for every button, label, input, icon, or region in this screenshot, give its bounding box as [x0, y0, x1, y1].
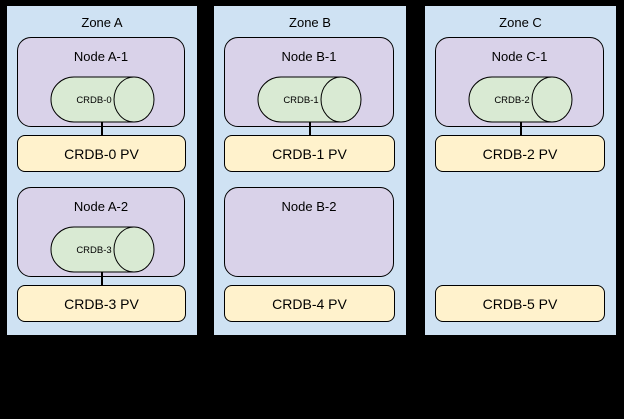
- crdb-2-pv-box: CRDB-2 PV: [435, 135, 605, 172]
- connector-a1-to-pv: [101, 122, 103, 136]
- connector-a2-to-pv: [101, 272, 103, 286]
- crdb-1-pv-box: CRDB-1 PV: [224, 135, 395, 172]
- node-a2-label: Node A-2: [73, 199, 129, 214]
- crdb-3-label: CRDB-3: [76, 245, 111, 256]
- cylinder-cap: [113, 76, 155, 123]
- zone-a-title: Zone A: [81, 15, 123, 30]
- connector-c1-to-pv: [519, 122, 522, 136]
- zone-b-title: Zone B: [289, 15, 331, 30]
- crdb-0-label: CRDB-0: [76, 95, 111, 106]
- node-b1-box: Node B-1 CRDB-1: [224, 37, 394, 127]
- crdb-5-pv-box: CRDB-5 PV: [435, 285, 605, 322]
- crdb-0-pv-box: CRDB-0 PV: [17, 135, 186, 172]
- node-c1-label: Node C-1: [491, 49, 548, 64]
- crdb-3-cylinder-icon: CRDB-3: [50, 226, 155, 273]
- cylinder-body: [50, 226, 134, 273]
- cylinder-cap: [531, 76, 573, 123]
- crdb-0-cylinder-icon: CRDB-0: [50, 76, 155, 123]
- crdb-1-cylinder-icon: CRDB-1: [257, 76, 362, 123]
- crdb-2-cylinder-icon: CRDB-2: [468, 76, 573, 123]
- zone-c-title: Zone C: [499, 15, 542, 30]
- node-b2-label: Node B-2: [281, 199, 337, 214]
- node-a1-box: Node A-1 CRDB-0: [17, 37, 185, 127]
- cylinder-body: [257, 76, 341, 123]
- node-c1-box: Node C-1 CRDB-2: [435, 37, 604, 127]
- zone-b: Zone B Node B-1 CRDB-1 CRDB-1 PV Node B-…: [212, 4, 408, 337]
- cylinder-cap: [113, 226, 155, 273]
- cylinder-body: [468, 76, 552, 123]
- crdb-3-pv-box: CRDB-3 PV: [17, 285, 186, 322]
- cylinder-body: [50, 76, 134, 123]
- node-b1-label: Node B-1: [281, 49, 337, 64]
- zone-c: Zone C Node C-1 CRDB-2 CRDB-2 PV CRDB-5 …: [423, 4, 618, 337]
- crdb-4-pv-box: CRDB-4 PV: [224, 285, 395, 322]
- node-b2-box: Node B-2: [224, 187, 394, 277]
- connector-b1-to-pv: [309, 122, 311, 136]
- cylinder-cap: [320, 76, 362, 123]
- crdb-2-label: CRDB-2: [494, 95, 529, 106]
- zone-a: Zone A Node A-1 CRDB-0 CRDB-0 PV Node A-…: [5, 4, 199, 337]
- crdb-1-label: CRDB-1: [283, 95, 318, 106]
- node-a2-box: Node A-2 CRDB-3: [17, 187, 185, 277]
- node-a1-label: Node A-1: [73, 49, 129, 64]
